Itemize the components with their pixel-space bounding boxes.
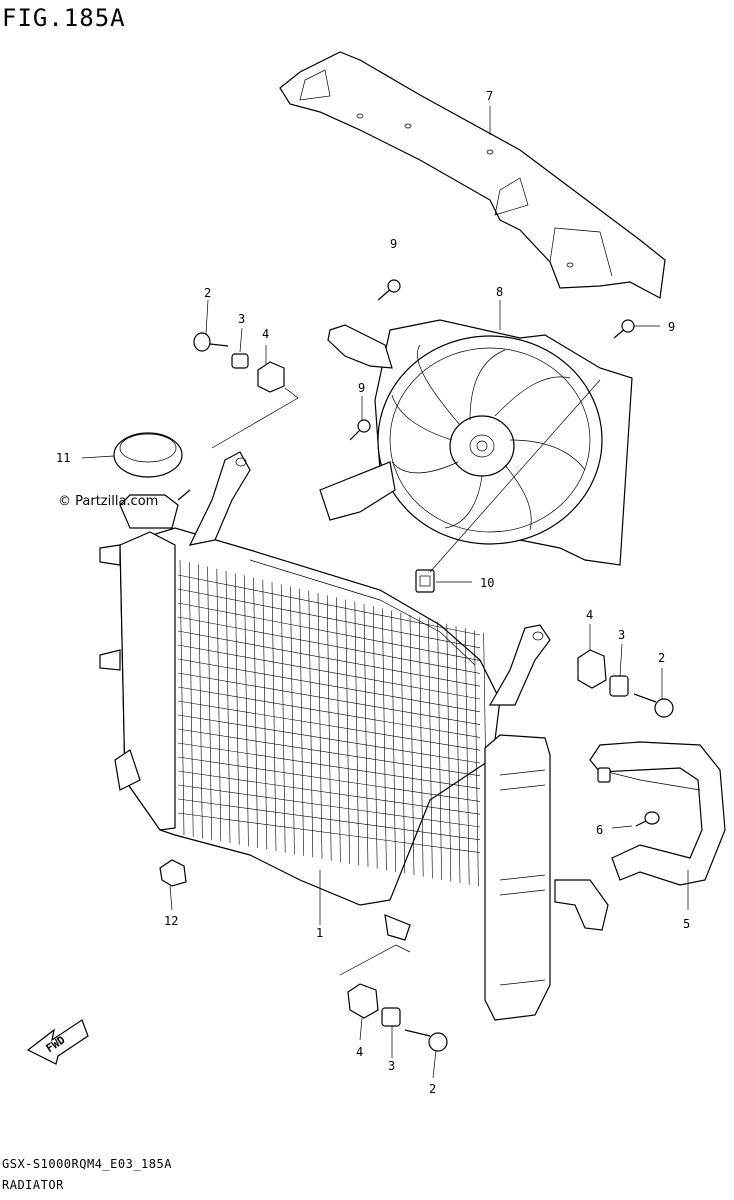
figure-code: GSX-S1000RQM4_E03_185A — [2, 1157, 172, 1171]
part-1-radiator — [99, 451, 609, 1021]
radiator-fin-line — [336, 597, 341, 863]
radiator-fin-line — [177, 756, 481, 802]
radiator-fin-line — [372, 606, 378, 869]
callout-9: 9 — [390, 237, 397, 251]
watermark: © Partzilla.com — [58, 494, 159, 509]
radiator-fin-line — [216, 568, 222, 842]
radiator-fin-line — [177, 784, 481, 828]
radiator-fin-line — [177, 630, 481, 687]
radiator-fin-line — [177, 588, 481, 649]
leader-lines — [81, 106, 689, 1079]
callout-2: 2 — [658, 651, 665, 665]
part-7-cover-bracket — [279, 51, 666, 299]
radiator-fin-line — [244, 575, 249, 847]
callout-8: 8 — [496, 285, 503, 299]
radiator-fin-line — [253, 577, 258, 848]
radiator-fin-line — [177, 658, 481, 713]
radiator-fin-line — [177, 644, 481, 700]
part-6-clamp — [635, 811, 660, 827]
radiator-fin-line — [177, 602, 481, 661]
radiator-fin-line — [428, 619, 433, 879]
radiator-fin-line — [474, 630, 479, 887]
radiator-fin-line — [437, 621, 442, 880]
callout-6: 6 — [596, 823, 603, 837]
radiator-fin-line — [299, 588, 304, 856]
callout-2: 2 — [204, 286, 211, 300]
part-5-hose — [589, 741, 726, 886]
mount-set-upper-left — [193, 332, 299, 449]
callout-3: 3 — [388, 1059, 395, 1073]
callout-1: 1 — [316, 926, 323, 940]
radiator-fin-line — [207, 566, 212, 840]
callout-11: 11 — [56, 451, 70, 465]
radiator-fin-line — [290, 586, 295, 855]
radiator-fin-line — [234, 573, 240, 845]
fwd-arrow: FWD — [26, 1019, 89, 1065]
part-11-radiator-cap — [113, 432, 191, 529]
mount-set-right — [577, 649, 674, 718]
mount-set-bottom — [339, 944, 448, 1052]
radiator-fin-line — [262, 579, 268, 850]
radiator-fin-line — [363, 603, 369, 868]
part-8-cooling-fan — [319, 319, 633, 566]
radiator-fin-line — [225, 570, 231, 844]
radiator-fin-line — [382, 608, 387, 871]
callout-12: 12 — [164, 914, 178, 928]
radiator-fin-line — [177, 812, 481, 853]
radiator-fin-line — [198, 564, 203, 839]
radiator-fin-line — [418, 617, 424, 877]
radiator-fin-line — [308, 590, 314, 858]
radiator-fin-line — [326, 595, 332, 861]
radiator-fin-line — [177, 714, 481, 764]
callout-7: 7 — [486, 89, 493, 103]
radiator-fin-line — [177, 700, 481, 751]
part-9-bolts — [349, 279, 635, 441]
callout-4: 4 — [262, 327, 269, 341]
callout-4: 4 — [586, 608, 593, 622]
radiator-fin-line — [177, 742, 481, 789]
part-12-clip — [159, 859, 187, 887]
figure-name: RADIATOR — [2, 1178, 64, 1192]
callout-2: 2 — [429, 1082, 436, 1096]
radiator-fin-line — [177, 728, 481, 777]
callout-5: 5 — [683, 917, 690, 931]
radiator-fin-line — [345, 599, 350, 864]
radiator-fin-line — [177, 574, 481, 636]
radiator-fin-line — [400, 612, 406, 874]
callout-9: 9 — [358, 381, 365, 395]
callout-4: 4 — [356, 1045, 363, 1059]
radiator-fin-line — [446, 623, 452, 882]
radiator-fin-line — [177, 770, 481, 815]
part-10-clip-nut — [415, 569, 435, 593]
radiator-fin-line — [177, 616, 481, 674]
figure-title: FIG.185A — [2, 4, 126, 32]
radiator-fin-line — [177, 686, 481, 738]
radiator-fin-line — [177, 798, 481, 841]
radiator-fin-line — [354, 601, 360, 866]
radiator-fin-line — [317, 592, 323, 860]
radiator-fin-line — [177, 672, 481, 725]
callout-labels: 7 9 8 9 9 2 3 4 11 10 4 3 2 6 5 1 12 4 3… — [56, 89, 690, 1096]
callout-9: 9 — [668, 320, 675, 334]
radiator-fin-line — [179, 559, 185, 836]
callout-3: 3 — [238, 312, 245, 326]
callout-3: 3 — [618, 628, 625, 642]
callout-10: 10 — [480, 576, 494, 590]
radiator-fin-line — [409, 614, 415, 876]
radiator-fin-line — [188, 562, 194, 837]
